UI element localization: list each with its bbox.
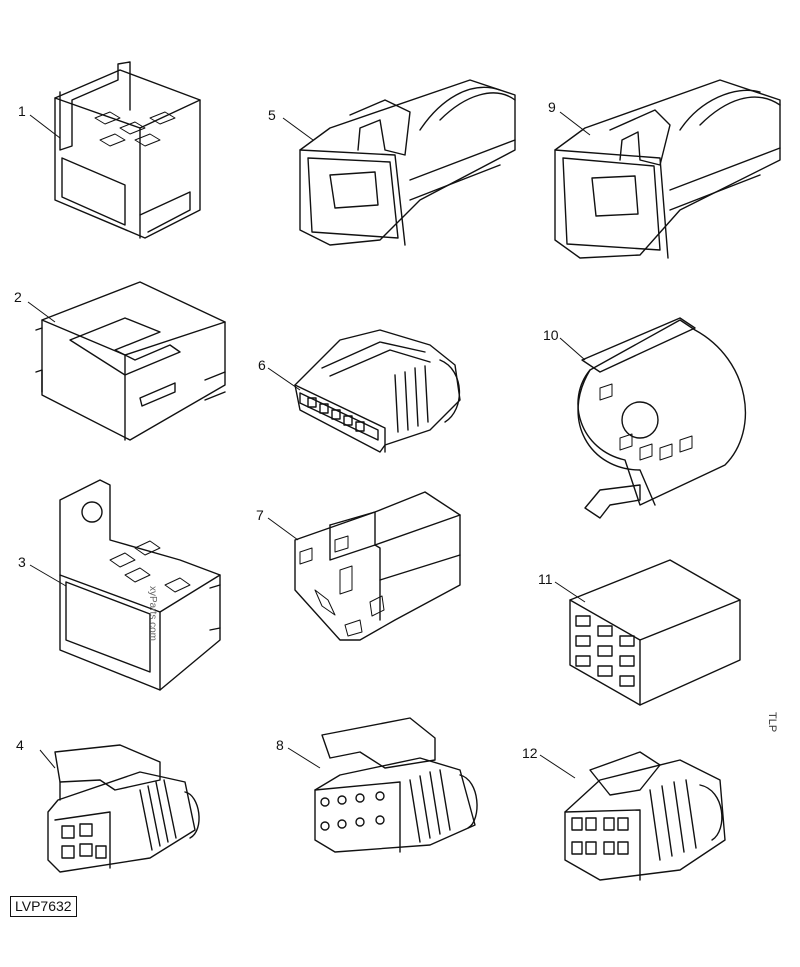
connector-11 — [569, 559, 741, 706]
connector-12 — [564, 751, 726, 881]
connector-9 — [554, 79, 781, 259]
connector-10 — [577, 317, 746, 519]
figure-code-label: LVP7632 — [10, 896, 77, 917]
callout-2: 2 — [14, 289, 22, 305]
callout-11: 11 — [538, 571, 553, 587]
connector-5 — [299, 79, 516, 246]
callout-8: 8 — [276, 737, 284, 753]
callout-9: 9 — [548, 99, 556, 115]
callout-10: 10 — [543, 327, 559, 343]
callout-12: 12 — [522, 745, 538, 761]
callout-1: 1 — [18, 103, 26, 119]
connector-3 — [59, 479, 221, 691]
connector-2 — [35, 281, 226, 441]
callout-4: 4 — [16, 737, 24, 753]
connector-6 — [294, 329, 461, 453]
leader-lines — [27, 111, 591, 779]
callout-7: 7 — [256, 507, 264, 523]
edge-mark-text: TLP — [766, 712, 778, 733]
connector-7 — [294, 491, 461, 641]
callout-3: 3 — [18, 554, 26, 570]
callout-6: 6 — [258, 357, 266, 373]
connector-8 — [314, 717, 478, 853]
watermark-text: xyParts.com — [147, 586, 158, 642]
connector-4 — [47, 744, 200, 873]
callout-5: 5 — [268, 107, 276, 123]
connector-1 — [54, 61, 201, 239]
